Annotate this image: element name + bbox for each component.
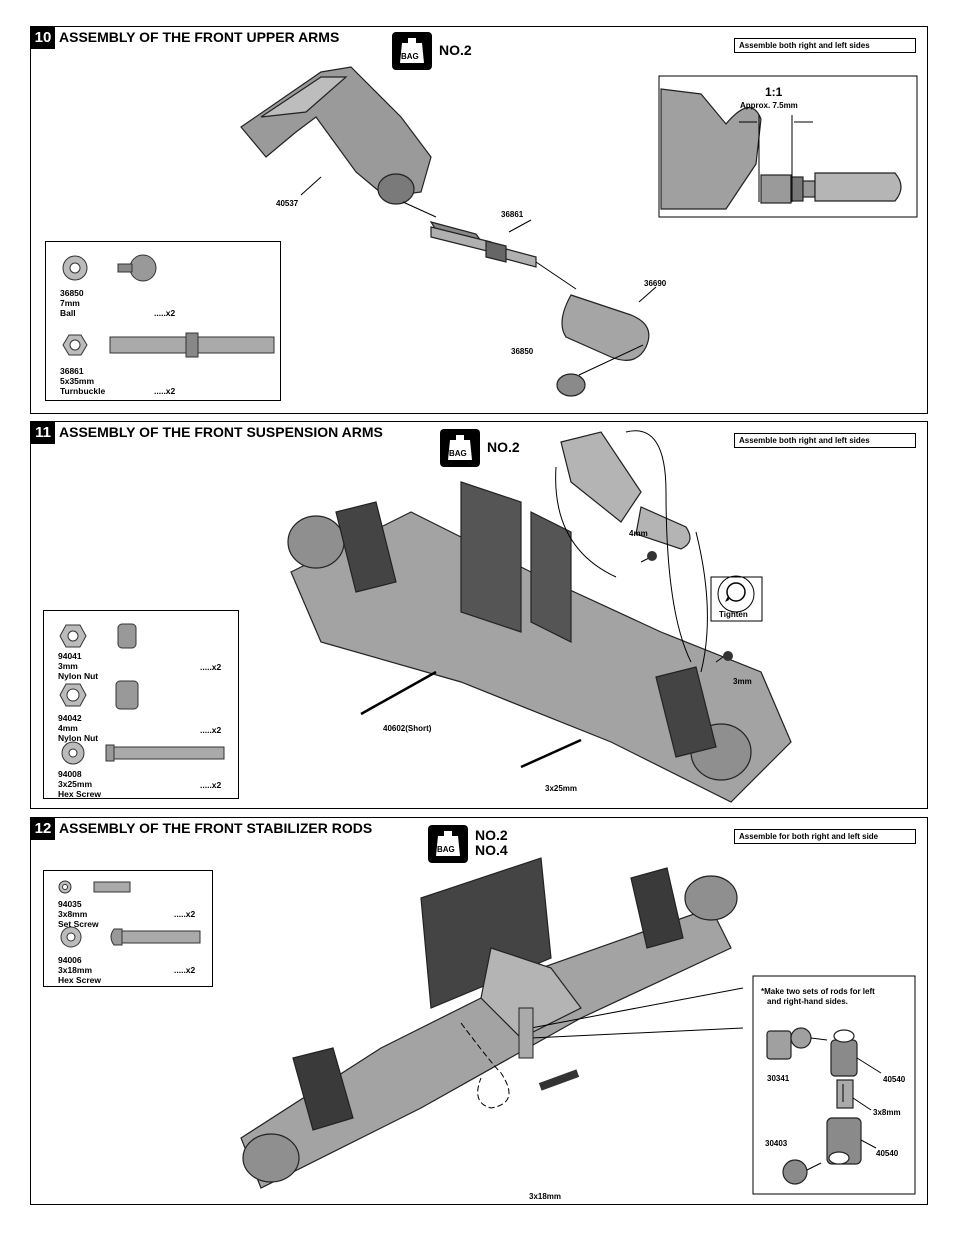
detail-label-30341: 30341 xyxy=(767,1074,790,1083)
detail-scale: 1:1 xyxy=(765,85,783,99)
detail-label-30403: 30403 xyxy=(765,1139,788,1148)
part-36861: 36861 5x35mm Turnbuckle xyxy=(60,366,106,396)
step-10-panel: 10 ASSEMBLY OF THE FRONT UPPER ARMS BAG … xyxy=(30,26,928,414)
part-94035: 94035 3x8mm Set Screw xyxy=(58,899,99,929)
callout-36861: 36861 xyxy=(501,210,524,219)
parts-list: 36850 7mm Ball .....x2 36861 5x35mm Turn… xyxy=(45,241,281,401)
step-number: 12 xyxy=(31,818,55,840)
part-qty: .....x2 xyxy=(154,308,176,318)
upper-arm-illustration xyxy=(240,66,918,397)
step-title: ASSEMBLY OF THE FRONT SUSPENSION ARMS xyxy=(59,424,383,440)
part-qty: .....x2 xyxy=(200,780,222,790)
callout-36690: 36690 xyxy=(644,279,667,288)
callout-40602: 40602(Short) xyxy=(383,724,432,733)
step-number: 11 xyxy=(31,422,55,444)
assembly-note: Assemble for both right and left side xyxy=(734,829,916,844)
detail-note: *Make two sets of rods for left and righ… xyxy=(761,987,875,1006)
callout-tighten: Tighten xyxy=(719,610,748,619)
callout-3x25mm: 3x25mm xyxy=(545,784,578,793)
part-94008: 94008 3x25mm Hex Screw xyxy=(58,769,101,799)
part-qty: .....x2 xyxy=(154,386,176,396)
part-94041: 94041 3mm Nylon Nut xyxy=(58,651,99,681)
assembly-note: Assemble both right and left sides xyxy=(734,433,916,448)
step-12-panel: 12 ASSEMBLY OF THE FRONT STABILIZER RODS… xyxy=(30,817,928,1205)
bag-label: BAG xyxy=(401,52,419,61)
bag-label: BAG xyxy=(437,845,455,854)
step-title: ASSEMBLY OF THE FRONT UPPER ARMS xyxy=(59,29,340,45)
step-title: ASSEMBLY OF THE FRONT STABILIZER RODS xyxy=(59,820,373,836)
parts-list: 94035 3x8mm Set Screw .....x2 94006 3x18… xyxy=(43,870,213,987)
part-qty: .....x2 xyxy=(174,909,196,919)
callout-36850: 36850 xyxy=(511,347,534,356)
callout-3x18mm: 3x18mm xyxy=(529,1192,562,1201)
bag-icon: BAG xyxy=(391,31,433,71)
part-94042: 94042 4mm Nylon Nut xyxy=(58,713,99,743)
stabilizer-rod-illustration xyxy=(240,857,916,1195)
bag-number: NO.2 xyxy=(439,42,472,58)
detail-label-40540-bottom: 40540 xyxy=(876,1149,899,1158)
bag-number: NO.2 NO.4 xyxy=(475,827,508,858)
bag-icon: BAG xyxy=(439,428,481,468)
callout-40537: 40537 xyxy=(276,199,299,208)
suspension-arm-illustration xyxy=(287,430,792,803)
bag-label: BAG xyxy=(449,449,467,458)
part-qty: .....x2 xyxy=(174,965,196,975)
step-number: 10 xyxy=(31,27,55,49)
detail-measure: Approx. 7.5mm xyxy=(740,101,798,110)
step-11-panel: 11 ASSEMBLY OF THE FRONT SUSPENSION ARMS… xyxy=(30,421,928,809)
part-qty: .....x2 xyxy=(200,725,222,735)
detail-label-40540-top: 40540 xyxy=(883,1075,906,1084)
assembly-note: Assemble both right and left sides xyxy=(734,38,916,53)
part-36850: 36850 7mm Ball xyxy=(60,288,84,318)
bag-number: NO.2 xyxy=(487,439,520,455)
parts-list: 94041 3mm Nylon Nut .....x2 94042 4mm Ny… xyxy=(43,610,239,799)
callout-4mm: 4mm xyxy=(629,529,648,538)
part-qty: .....x2 xyxy=(200,662,222,672)
bag-icon: BAG xyxy=(427,824,469,864)
detail-label-3x8mm: 3x8mm xyxy=(873,1108,901,1117)
part-94006: 94006 3x18mm Hex Screw xyxy=(58,955,101,985)
callout-3mm: 3mm xyxy=(733,677,752,686)
